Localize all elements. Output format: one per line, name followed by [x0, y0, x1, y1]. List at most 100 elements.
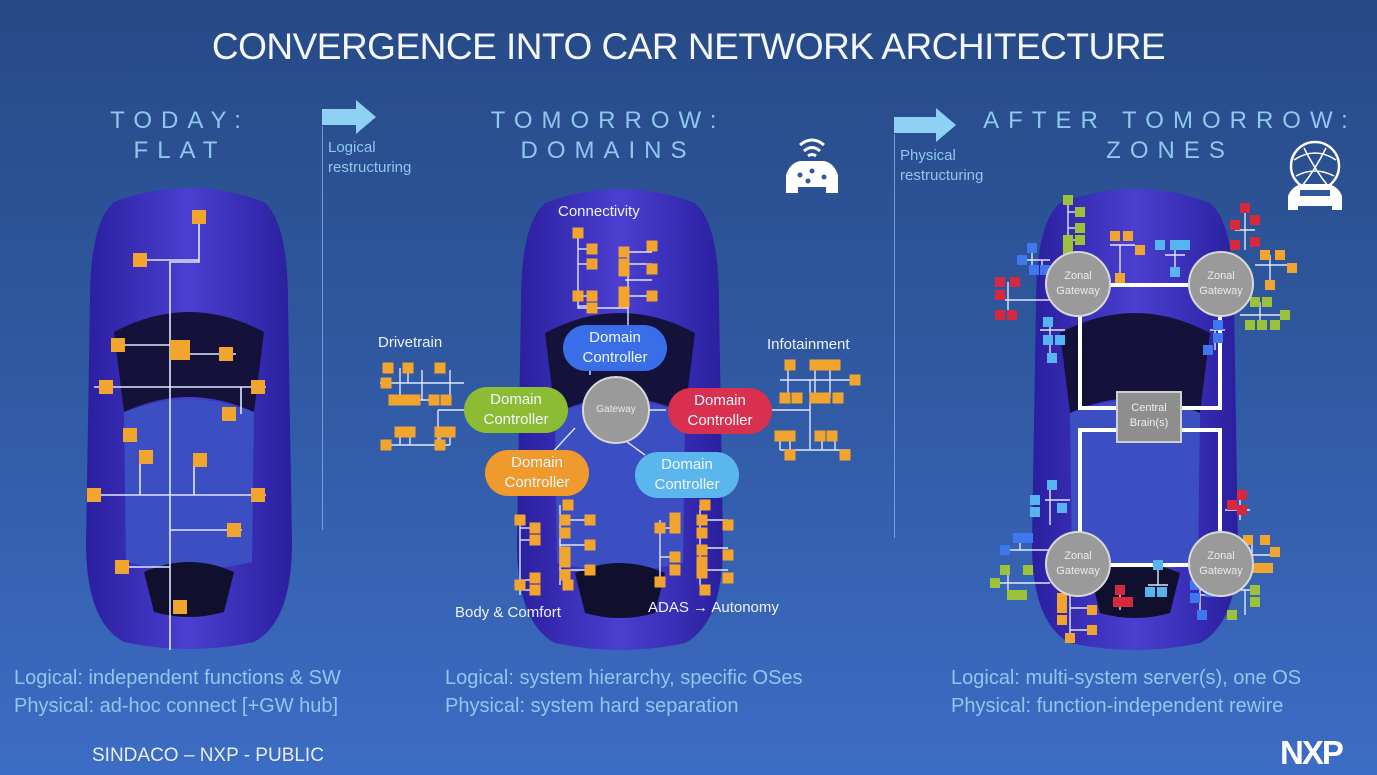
domain-controller-label: Domain Controller	[504, 454, 570, 491]
ecu-node	[774, 430, 786, 442]
divider-line	[894, 134, 895, 538]
ecu-node	[1270, 547, 1280, 557]
ecu-node	[1043, 335, 1053, 345]
slide-title: CONVERGENCE INTO CAR NETWORK ARCHITECTUR…	[211, 26, 1166, 67]
ecu-node	[832, 392, 844, 404]
ecu-node	[251, 380, 265, 394]
ecu-node	[1170, 240, 1180, 250]
ecu-node	[99, 380, 113, 394]
ecu-node	[514, 514, 526, 526]
ecu-node	[618, 265, 630, 277]
ecu-node	[227, 523, 241, 537]
ecu-node	[1017, 255, 1027, 265]
label-adas: ADAS → Autonomy	[648, 599, 779, 616]
domain-controller-body: Domain Controller	[485, 450, 589, 496]
ecu-node	[1063, 245, 1073, 255]
ecu-node	[696, 544, 708, 556]
ecu-node	[529, 584, 541, 596]
ecu-node	[1115, 273, 1125, 283]
ecu-node	[434, 426, 446, 438]
transition-logical-line1: Logical	[328, 139, 376, 156]
heading-tomorrow-line2: DOMAINS	[520, 137, 696, 164]
domain-controller-label: Domain Controller	[582, 329, 648, 366]
ecu-node	[779, 392, 791, 404]
ecu-node	[1075, 207, 1085, 217]
right-arrow-icon	[894, 108, 956, 142]
zonal-gateway-front-right: Zonal Gateway	[1188, 251, 1254, 317]
ecu-node	[646, 240, 658, 252]
ecu-node	[380, 439, 392, 451]
ecu-node	[1257, 320, 1267, 330]
ecu-node	[995, 277, 1005, 287]
domain-controller-drivetrain: Domain Controller	[464, 387, 568, 433]
ecu-node	[1029, 265, 1039, 275]
ecu-node	[819, 392, 831, 404]
ecu-node	[1250, 585, 1260, 595]
ecu-node	[849, 374, 861, 386]
nxp-logo: NXP	[1280, 735, 1345, 769]
ecu-node	[1203, 345, 1213, 355]
desc-tomorrow-logical: Logical: system hierarchy, specific OSes	[445, 667, 803, 689]
zonal-network-overlay	[990, 195, 1297, 643]
ecu-node	[394, 426, 406, 438]
heading-after-tomorrow-line1: AFTER TOMORROW:	[983, 107, 1357, 134]
ecu-node	[1087, 605, 1097, 615]
ecu-node	[669, 522, 681, 534]
ecu-node	[618, 258, 630, 270]
ecu-node	[1227, 500, 1237, 510]
domain-controller-infotainment: Domain Controller	[668, 388, 772, 434]
ecu-node	[1057, 593, 1067, 603]
ecu-node	[1250, 297, 1260, 307]
ecu-node	[1057, 615, 1067, 625]
ecu-node	[1123, 231, 1133, 241]
ecu-node	[1145, 587, 1155, 597]
ecu-node	[654, 576, 666, 588]
ecu-node	[696, 514, 708, 526]
ecu-node	[784, 430, 796, 442]
ecu-node	[402, 362, 414, 374]
right-arrow-icon	[322, 100, 376, 134]
ecu-node	[1275, 250, 1285, 260]
ecu-node	[562, 579, 574, 591]
ecu-node	[572, 290, 584, 302]
ecu-node	[826, 430, 838, 442]
ecu-node	[1155, 240, 1165, 250]
ecu-node	[1260, 250, 1270, 260]
domain-controller-label: Domain Controller	[687, 392, 753, 429]
ecu-node	[139, 450, 153, 464]
ecu-node	[1075, 223, 1085, 233]
heading-tomorrow-line1: TOMORROW:	[490, 107, 726, 134]
ecu-node	[618, 296, 630, 308]
ecu-node	[440, 394, 452, 406]
ecu-node	[1157, 587, 1167, 597]
ecu-node	[382, 362, 394, 374]
ecu-node	[173, 600, 187, 614]
ecu-node	[399, 394, 411, 406]
ecu-node	[586, 243, 598, 255]
ecu-node	[1197, 610, 1207, 620]
ecu-node	[699, 499, 711, 511]
ecu-node	[618, 246, 630, 258]
ecu-node	[559, 527, 571, 539]
ecu-node	[529, 572, 541, 584]
heading-today-line1: TODAY:	[110, 107, 250, 134]
ecu-node	[170, 340, 190, 360]
ecu-node	[1063, 195, 1073, 205]
ecu-node	[1023, 565, 1033, 575]
ecu-node	[562, 499, 574, 511]
divider-line	[322, 126, 323, 530]
ecu-node	[1027, 243, 1037, 253]
ecu-node	[722, 572, 734, 584]
ecu-node	[559, 569, 571, 581]
car-flat-diagram	[86, 188, 292, 650]
ecu-node	[809, 359, 821, 371]
ecu-node	[584, 539, 596, 551]
ecu-node	[1250, 215, 1260, 225]
heading-today-line2: FLAT	[133, 137, 227, 164]
ecu-node	[219, 347, 233, 361]
ecu-node	[1123, 597, 1133, 607]
ecu-node	[784, 359, 796, 371]
ecu-node	[1000, 565, 1010, 575]
footer-classification: SINDACO – NXP - PUBLIC	[92, 745, 324, 766]
ecu-node	[1260, 535, 1270, 545]
